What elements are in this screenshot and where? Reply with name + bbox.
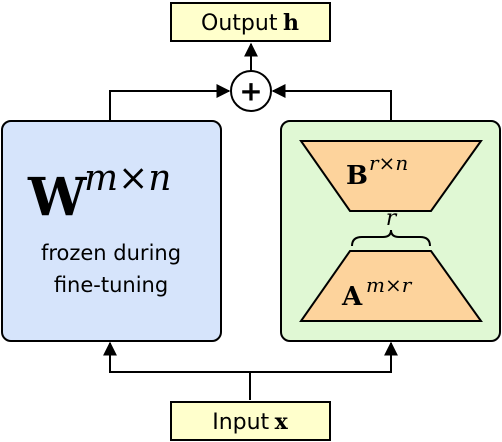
frozen-weights-block: W m×n frozen during fine-tuning xyxy=(1,120,222,342)
frozen-matrix-symbol: W xyxy=(27,167,88,228)
svg-text:Input x: Input x xyxy=(212,409,288,435)
b-matrix-symbol: B xyxy=(346,161,368,191)
a-matrix-trapezoid xyxy=(299,250,483,322)
input-box: Input x xyxy=(170,401,331,441)
output-box: Output h xyxy=(170,2,331,42)
output-symbol: h xyxy=(283,10,299,36)
frozen-matrix-dimensions: m×n xyxy=(84,158,172,199)
b-matrix-trapezoid xyxy=(299,140,483,212)
rank-label: r xyxy=(386,206,398,231)
plus-icon: + xyxy=(239,75,262,108)
frozen-caption-line-1: frozen during xyxy=(41,241,181,265)
svg-text:Output h: Output h xyxy=(201,10,299,36)
adapter-block: B r×n r A m×r xyxy=(280,120,501,342)
sum-node: + xyxy=(230,70,272,112)
connectors xyxy=(103,42,398,400)
b-matrix-dimensions: r×n xyxy=(369,151,408,175)
input-symbol: x xyxy=(275,409,289,435)
adapter-to-sum-line xyxy=(271,84,392,120)
input-to-adapter-line xyxy=(250,341,398,373)
rank-brace xyxy=(351,229,431,247)
output-label: Output xyxy=(201,11,278,36)
input-to-blocks-line xyxy=(103,341,251,400)
input-label: Input xyxy=(212,410,269,435)
frozen-to-sum-line xyxy=(109,84,231,120)
frozen-caption-line-2: fine-tuning xyxy=(54,273,168,297)
a-matrix-symbol: A xyxy=(341,282,363,312)
a-matrix-dimensions: m×r xyxy=(366,273,413,297)
